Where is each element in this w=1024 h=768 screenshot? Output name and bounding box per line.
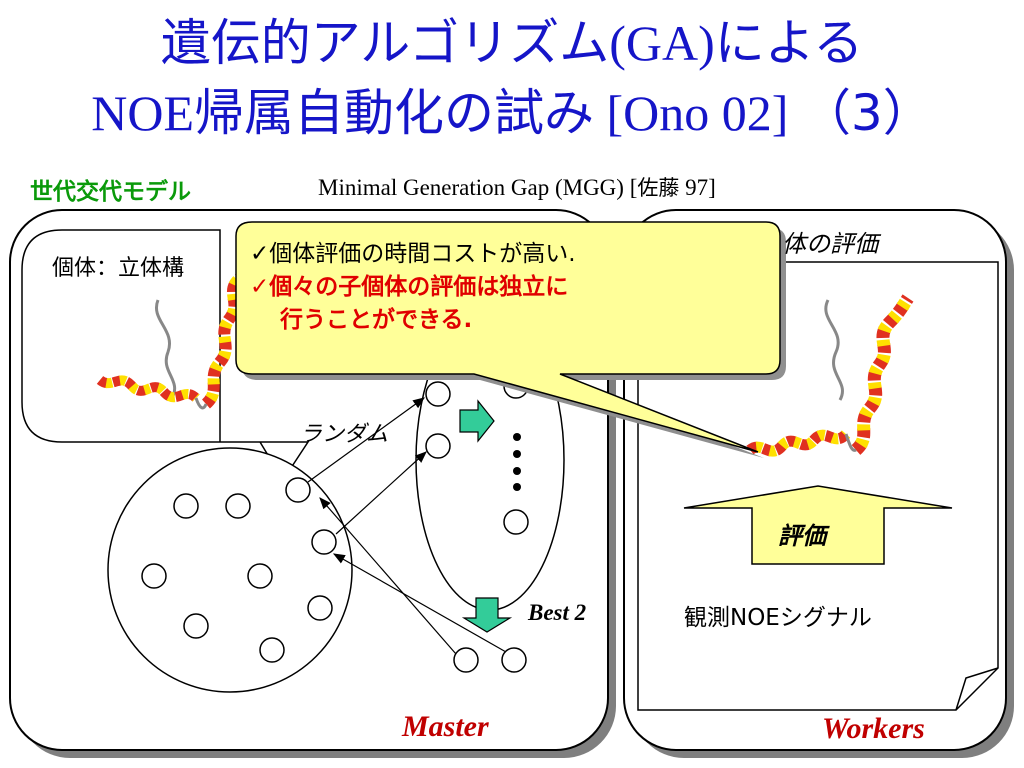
individual xyxy=(259,637,285,663)
offspring xyxy=(425,381,451,407)
individual-label: 個体：立体構 xyxy=(52,256,185,281)
individual-selected xyxy=(311,529,337,555)
individual xyxy=(173,493,199,519)
evaluate-label: 評価 xyxy=(778,522,826,550)
individual xyxy=(247,563,273,589)
ellipsis-dots xyxy=(513,433,521,491)
random-arrow xyxy=(335,451,427,535)
green-right-arrow xyxy=(459,399,495,443)
slide-title-line-2: NOE帰属自動化の試み [Ono 02] （3） xyxy=(0,84,1024,142)
callout-text: ✓個体評価の時間コストが高い. ✓個々の子個体の評価は独立に 行うことができる. xyxy=(250,238,576,337)
slide-title-line-1: 遺伝的アルゴリズム(GA)による xyxy=(0,14,1024,72)
random-label: ランダム xyxy=(300,422,389,447)
mgg-author: 佐藤 xyxy=(637,176,680,200)
best-2-label: Best 2 xyxy=(528,600,587,625)
population-circle xyxy=(107,447,353,693)
selection-arrows xyxy=(307,397,507,655)
return-arrow xyxy=(319,497,457,655)
return-arrow xyxy=(332,553,507,653)
title-jp-part: 遺伝的アルゴリズム xyxy=(160,14,610,72)
individual xyxy=(307,595,333,621)
green-down-arrow xyxy=(461,597,513,633)
noe-signal-label: 観測NOEシグナル xyxy=(684,605,872,631)
callout-line-3: 行うことができる. xyxy=(280,307,473,333)
workers-label: Workers xyxy=(822,712,925,745)
protein-structure-master xyxy=(96,273,245,410)
master-label: Master xyxy=(402,710,489,743)
offspring xyxy=(425,433,451,459)
title-reference: [Ono 02] xyxy=(594,85,801,141)
best-individual xyxy=(501,647,527,673)
title-ga-part: (GA) xyxy=(609,15,715,71)
evaluation-header-label: 体の評価 xyxy=(782,230,878,258)
random-arrow xyxy=(307,397,425,483)
title-noe-part: NOE xyxy=(91,85,195,141)
title-jp-part-2: による xyxy=(714,14,864,72)
callout-line-1: ✓個体評価の時間コストが高い. xyxy=(250,241,576,267)
mgg-year: 97] xyxy=(679,175,716,200)
document-fold xyxy=(955,667,999,711)
callout-bubble xyxy=(235,221,781,453)
protein-structure-workers xyxy=(746,294,914,457)
individual xyxy=(183,613,209,639)
individual-bubble xyxy=(21,229,310,482)
mgg-text: Minimal Generation Gap (MGG) [ xyxy=(318,175,638,200)
callout-line-2: ✓個々の子個体の評価は独立に xyxy=(250,274,569,300)
individual xyxy=(141,563,167,589)
title-jp-part-3: 帰属自動化の試み xyxy=(194,84,595,142)
title-number: （3） xyxy=(800,84,933,142)
evaluate-arrow xyxy=(683,485,953,565)
best-individual xyxy=(453,647,479,673)
population-individuals xyxy=(141,477,527,673)
mgg-reference: Minimal Generation Gap (MGG) [佐藤 97] xyxy=(318,172,716,202)
individual xyxy=(225,493,251,519)
generation-model-label: 世代交代モデル xyxy=(30,179,191,205)
individual-selected xyxy=(285,477,311,503)
offspring xyxy=(503,509,529,535)
